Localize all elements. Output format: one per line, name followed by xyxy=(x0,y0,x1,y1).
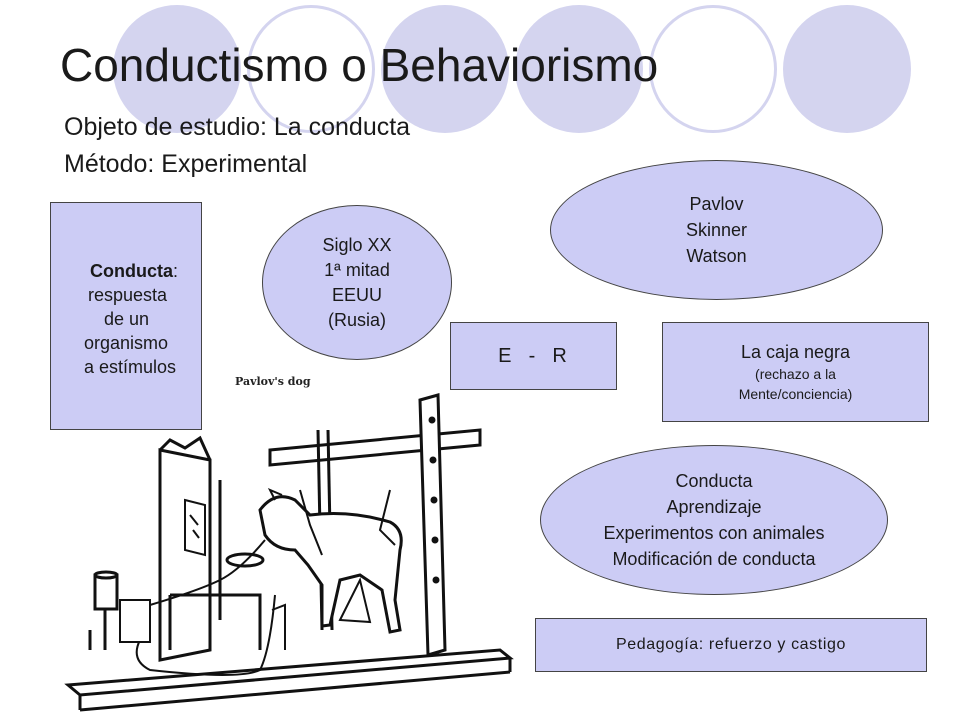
subtitle-method: Método: Experimental xyxy=(64,150,308,178)
conducta-term: Conducta xyxy=(89,261,173,281)
decor-ring-2 xyxy=(649,5,777,133)
subtitle-object: Objeto de estudio: La conducta xyxy=(64,113,411,141)
black-box-box: La caja negra (rechazo a la Mente/concie… xyxy=(662,322,929,422)
decor-ring-1 xyxy=(247,5,375,133)
topic-aprendizaje: Aprendizaje xyxy=(666,497,762,517)
apparatus-drawing xyxy=(64,393,514,712)
page-title: Conductismo o Behaviorismo xyxy=(60,39,659,91)
siglo-line-3: EEUU xyxy=(331,284,382,305)
conducta-definition-box: Conducta: respuesta de un organismo a es… xyxy=(50,202,202,430)
siglo-line-2: 1ª mitad xyxy=(324,259,390,280)
topics-ellipse: Conducta Aprendizaje Experimentos con an… xyxy=(540,445,888,595)
conducta-line-2: de un xyxy=(103,309,150,329)
conducta-definition-text: Conducta: respuesta de un organismo a es… xyxy=(74,253,178,379)
topic-experimentos: Experimentos con animales xyxy=(603,523,825,543)
topic-modificacion: Modificación de conducta xyxy=(612,549,816,569)
decor-circle-1 xyxy=(113,5,241,133)
conducta-line-3: organismo xyxy=(83,333,169,353)
siglo-line-1: Siglo XX xyxy=(322,234,392,255)
conducta-line-1: respuesta xyxy=(87,285,168,305)
authors-ellipse: Pavlov Skinner Watson xyxy=(550,160,883,300)
decor-circle-4 xyxy=(783,5,911,133)
author-pavlov: Pavlov xyxy=(689,194,744,214)
black-box-title: La caja negra xyxy=(740,342,851,362)
topic-conducta: Conducta xyxy=(675,471,753,491)
decor-circle-3 xyxy=(515,5,643,133)
author-skinner: Skinner xyxy=(685,220,748,240)
black-box-note-1: (rechazo a la xyxy=(755,366,836,382)
decor-circle-2 xyxy=(381,5,509,133)
siglo-ellipse: Siglo XX 1ª mitad EEUU (Rusia) xyxy=(262,205,452,360)
black-box-note-2: Mente/conciencia) xyxy=(738,386,853,402)
conducta-line-4: a estímulos xyxy=(83,357,177,377)
author-watson: Watson xyxy=(686,246,747,266)
siglo-line-4: (Rusia) xyxy=(327,309,386,330)
pedagogy-box: Pedagogía: refuerzo y castigo xyxy=(535,618,927,672)
pavlov-dog-illustration: Pavlov's dog xyxy=(64,375,514,712)
conducta-colon: : xyxy=(172,261,178,281)
stimulus-response-box: E - R xyxy=(450,322,617,390)
figure-caption: Pavlov's dog xyxy=(235,375,311,388)
